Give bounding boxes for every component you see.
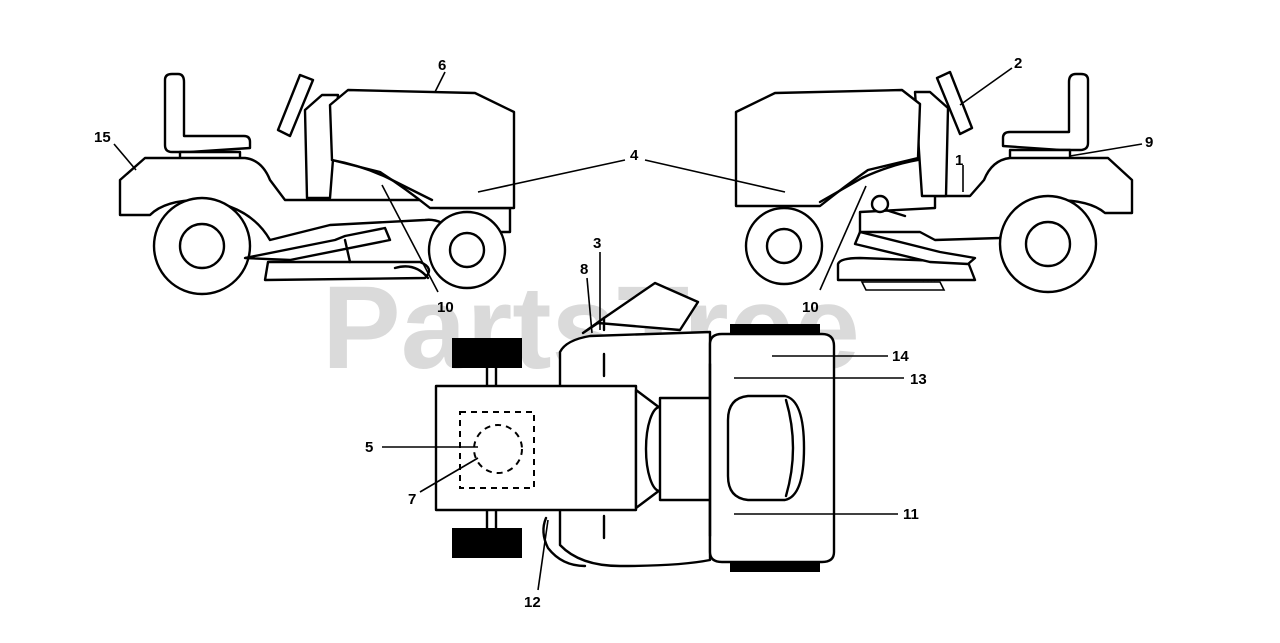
front-tire-top-left [452, 338, 522, 368]
tractor-left-side-view [118, 72, 516, 296]
callout-3: 3 [593, 235, 601, 252]
tractor-right-side-view [734, 70, 1134, 294]
mower-deck-left [263, 260, 431, 282]
hood-top [434, 384, 638, 512]
callout-12: 12 [524, 594, 541, 611]
hood-right [734, 88, 922, 208]
tractor-top-view [434, 281, 836, 572]
hood-left [328, 88, 516, 210]
callout-7: 7 [408, 491, 416, 508]
callout-6: 6 [438, 57, 446, 74]
callout-9: 9 [1145, 134, 1153, 151]
front-tire-top-right [452, 528, 522, 558]
seat-right [1001, 72, 1090, 152]
callout-1: 1 [955, 152, 963, 169]
callout-13: 13 [910, 371, 927, 388]
seat-left [163, 72, 252, 154]
leader-lines [113, 67, 1143, 591]
callout-15: 15 [94, 129, 111, 146]
callout-labels: 6 15 4 2 1 9 10 10 3 8 14 13 11 5 7 12 [94, 55, 1153, 611]
seat-top [726, 394, 806, 502]
callout-2: 2 [1014, 55, 1022, 72]
steering-wheel-right [935, 70, 974, 136]
steering-wheel-left [276, 73, 315, 138]
callout-14: 14 [892, 348, 909, 365]
callout-8: 8 [580, 261, 588, 278]
callout-11: 11 [903, 506, 919, 523]
decal-area-dashed [459, 411, 535, 489]
callout-5: 5 [365, 439, 373, 456]
callout-4: 4 [630, 147, 639, 164]
callout-10-left: 10 [437, 299, 454, 316]
callout-10-right: 10 [802, 299, 819, 316]
